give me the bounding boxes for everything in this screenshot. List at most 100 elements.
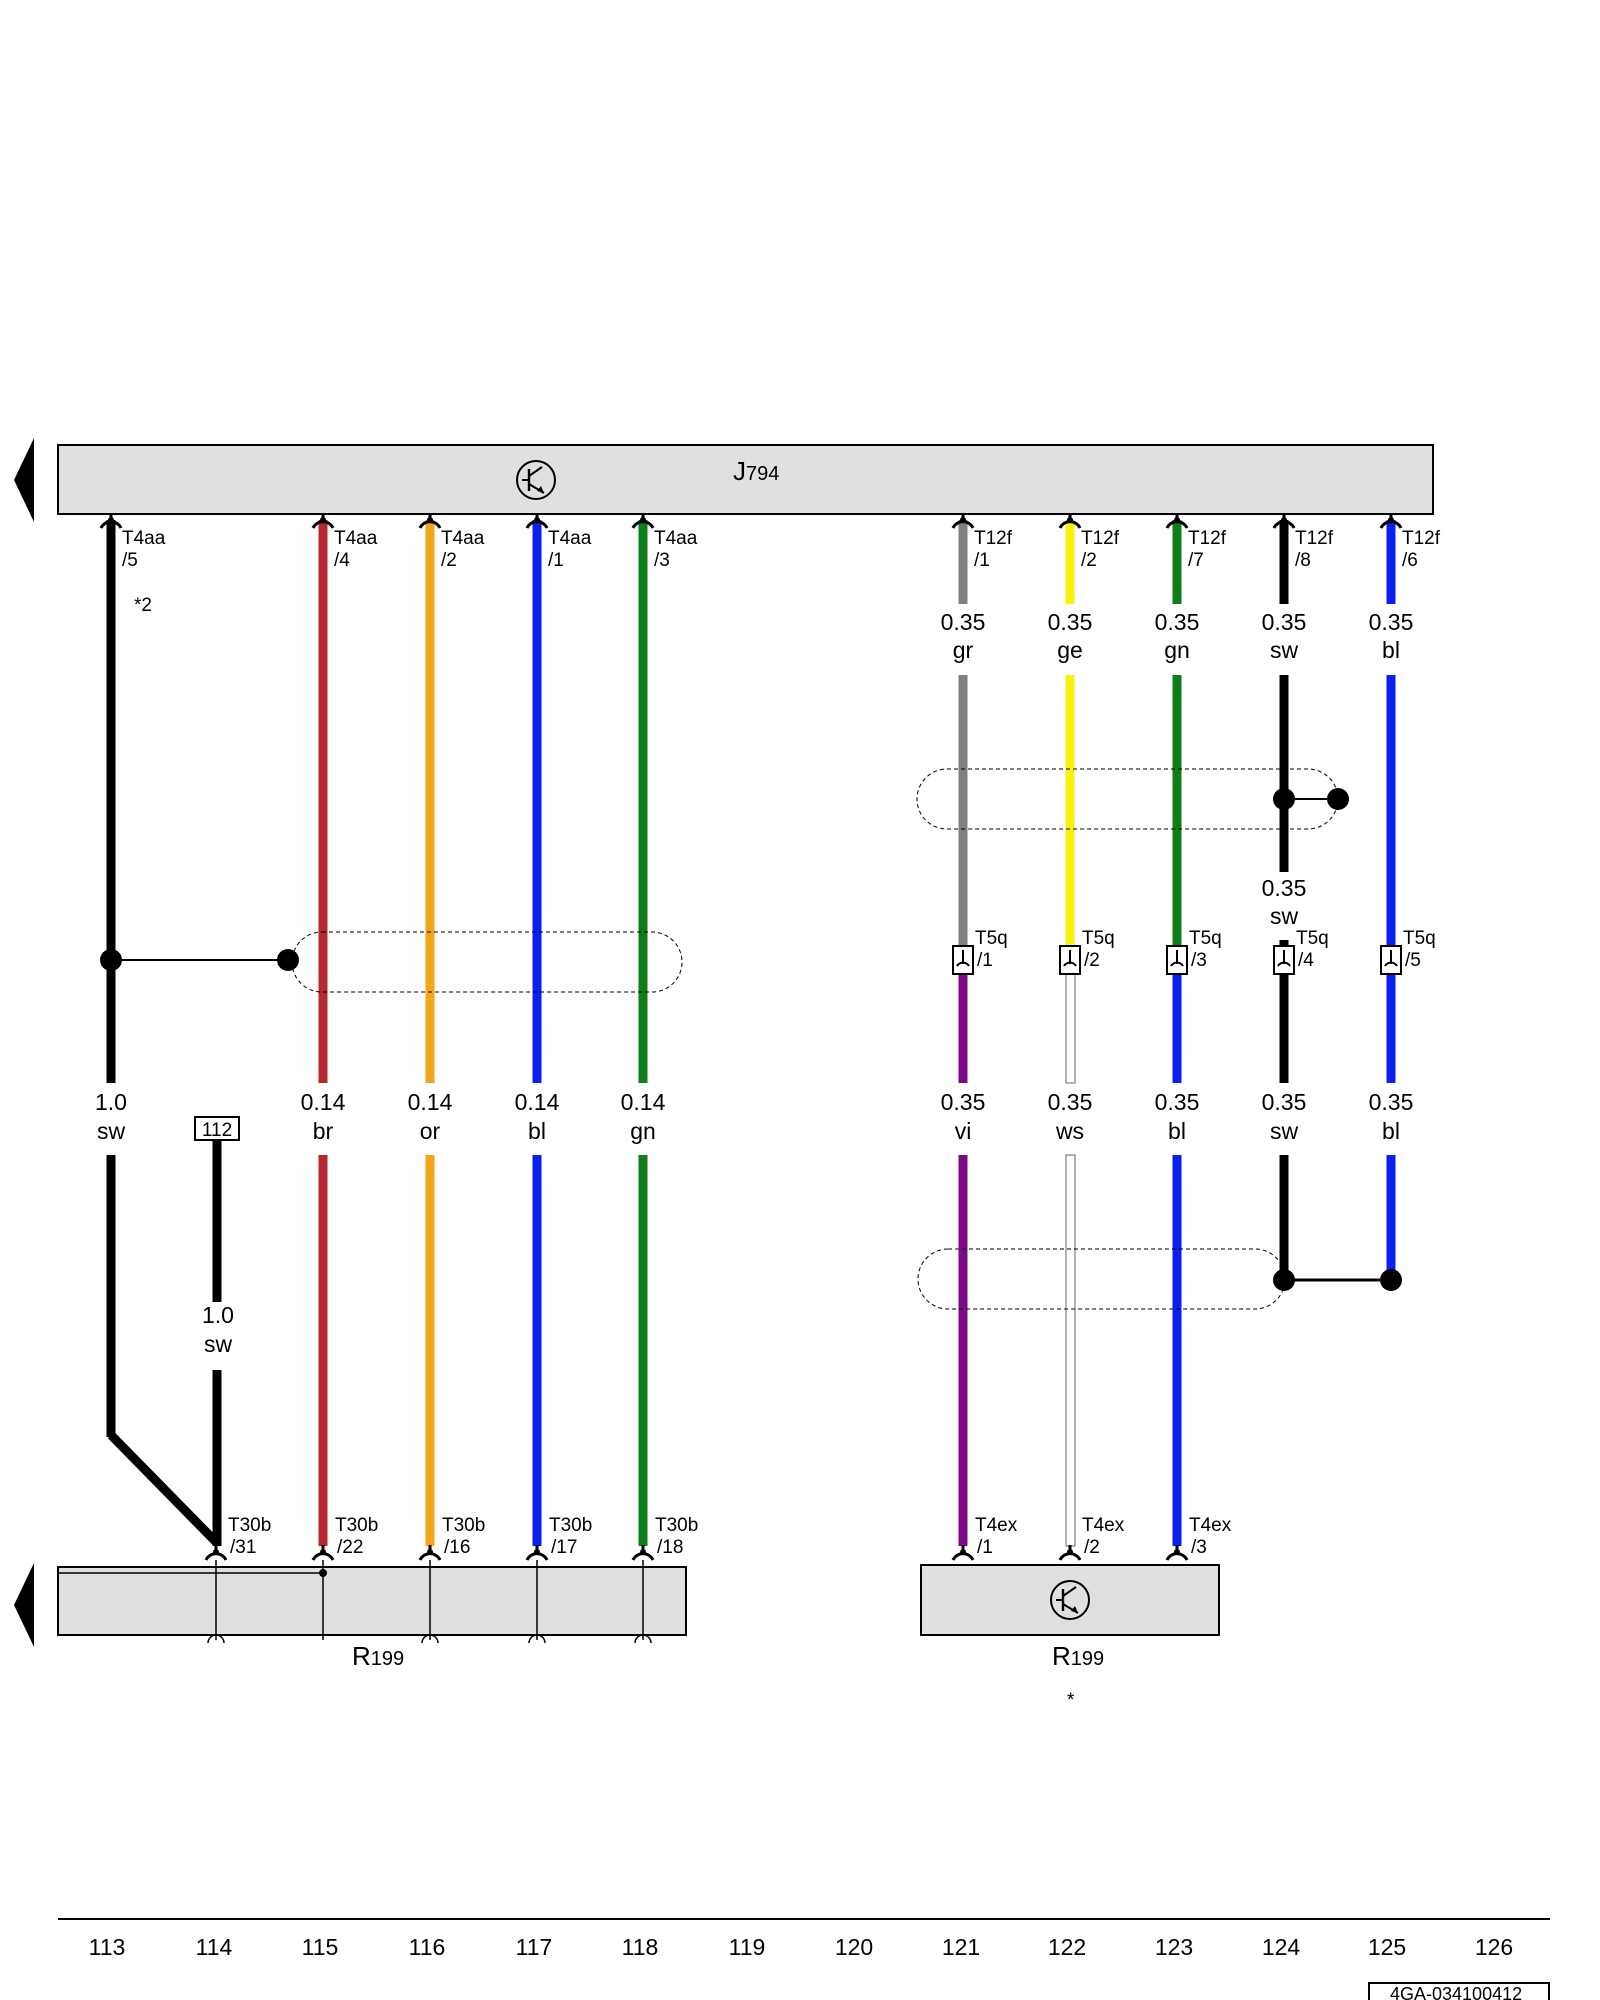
document-code: 4GA-034100412 <box>1368 1982 1550 2000</box>
svg-text:sw: sw <box>97 1118 126 1144</box>
pin-label: T4aa <box>548 528 592 549</box>
svg-text:sw: sw <box>1270 1118 1299 1144</box>
svg-text:/2: /2 <box>1084 950 1100 971</box>
inline-connector-icon <box>1059 945 1081 975</box>
svg-text:0.35: 0.35 <box>1369 1089 1414 1115</box>
svg-text:/1: /1 <box>977 1537 993 1558</box>
connector-icon <box>1165 513 1189 529</box>
lower-wire-labels: 1.0 sw 0.14 br 0.14 or 0.14 bl 0.14 gn 0… <box>95 1089 1413 1144</box>
svg-text:or: or <box>420 1118 441 1144</box>
inline-connector-icon <box>952 945 974 975</box>
unit-r199-left <box>57 1560 687 1644</box>
shield-right-upper <box>916 768 1349 830</box>
svg-text:121: 121 <box>942 1934 980 1960</box>
pin-label: T12f <box>1402 528 1441 549</box>
unit-r199-right <box>920 1564 1220 1636</box>
svg-text:122: 122 <box>1048 1934 1086 1960</box>
svg-text:T4ex: T4ex <box>1082 1515 1125 1536</box>
connector-icon <box>525 513 549 529</box>
pin-label: /2 <box>1081 550 1097 571</box>
svg-text:0.35: 0.35 <box>1262 1089 1307 1115</box>
svg-text:T5q: T5q <box>1189 928 1222 949</box>
svg-text:T5q: T5q <box>1296 928 1329 949</box>
shield-right-lower <box>917 1248 1402 1310</box>
svg-text:/16: /16 <box>444 1537 470 1558</box>
pin-label: T4aa <box>334 528 378 549</box>
svg-text:/18: /18 <box>657 1537 683 1558</box>
r199-right-label: R199 <box>1052 1641 1104 1671</box>
svg-text:T30b: T30b <box>442 1515 485 1536</box>
svg-text:119: 119 <box>729 1934 766 1960</box>
svg-text:sw: sw <box>1270 637 1299 663</box>
svg-text:T30b: T30b <box>228 1515 271 1536</box>
svg-text:0.35: 0.35 <box>941 609 986 635</box>
left-continuation-arrow-top <box>14 438 34 522</box>
svg-text:126: 126 <box>1475 1934 1513 1960</box>
svg-text:0.35: 0.35 <box>1048 609 1093 635</box>
svg-text:/17: /17 <box>551 1537 577 1558</box>
svg-text:br: br <box>313 1118 334 1144</box>
svg-text:/4: /4 <box>1298 950 1314 971</box>
pin-label: T12f <box>1295 528 1334 549</box>
svg-text:0.14: 0.14 <box>301 1089 346 1115</box>
wires-left-group <box>106 520 648 1546</box>
pin-label: T4aa <box>122 528 166 549</box>
svg-text:125: 125 <box>1368 1934 1406 1960</box>
connector-icon <box>418 1545 442 1561</box>
svg-text:113: 113 <box>89 1934 126 1960</box>
reference-box-112[interactable]: 112 <box>194 1116 240 1141</box>
svg-text:115: 115 <box>302 1934 339 1960</box>
connector-icon <box>204 1545 228 1561</box>
connector-icon <box>311 513 335 529</box>
svg-text:123: 123 <box>1155 1934 1193 1960</box>
svg-text:T30b: T30b <box>335 1515 378 1536</box>
asterisk-note: * <box>1067 1690 1075 1711</box>
connector-icon <box>1272 513 1296 529</box>
svg-text:T4ex: T4ex <box>1189 1515 1232 1536</box>
connector-icon <box>631 1545 655 1561</box>
svg-text:0.35: 0.35 <box>1262 875 1307 901</box>
inline-connector-icon <box>1166 945 1188 975</box>
connector-icon <box>951 513 975 529</box>
svg-text:1.0: 1.0 <box>95 1089 127 1115</box>
svg-text:T5q: T5q <box>975 928 1008 949</box>
svg-text:/2: /2 <box>1084 1537 1100 1558</box>
transistor-icon <box>1050 1580 1090 1620</box>
svg-text:/3: /3 <box>1191 950 1207 971</box>
pin-label: /3 <box>654 550 670 571</box>
inline-connector-icon <box>1273 945 1295 975</box>
connector-icon <box>418 513 442 529</box>
connector-icon <box>951 1545 975 1561</box>
svg-text:/5: /5 <box>1405 950 1421 971</box>
pin-label: T4aa <box>654 528 698 549</box>
svg-text:4GA-034100412: 4GA-034100412 <box>1390 1984 1522 2000</box>
connector-icon <box>1058 513 1082 529</box>
ref-wire-size: 1.0 <box>202 1302 234 1328</box>
svg-text:T30b: T30b <box>549 1515 592 1536</box>
svg-text:0.35: 0.35 <box>1048 1089 1093 1115</box>
svg-text:/22: /22 <box>337 1537 363 1558</box>
pin-label: /2 <box>441 550 457 571</box>
shield-left-group <box>100 931 683 993</box>
svg-text:0.35: 0.35 <box>1262 609 1307 635</box>
connector-icon <box>99 513 123 529</box>
pin-label: T12f <box>1081 528 1120 549</box>
ref-wire-color: sw <box>204 1331 233 1357</box>
svg-text:sw: sw <box>1270 903 1299 929</box>
inline-connector-icon <box>1380 945 1402 975</box>
svg-text:bl: bl <box>1382 1118 1400 1144</box>
svg-text:120: 120 <box>835 1934 873 1960</box>
pin-label: /6 <box>1402 550 1418 571</box>
wire-sw-diagonal <box>107 1431 220 1546</box>
svg-text:0.35: 0.35 <box>1369 609 1414 635</box>
r199-left-label: R199 <box>352 1641 404 1671</box>
svg-text:118: 118 <box>622 1934 659 1960</box>
top-connectors: T4aa /5 T4aa /4 T4aa /2 T4aa /1 T4aa /3 … <box>99 513 1441 571</box>
svg-text:114: 114 <box>196 1934 233 1960</box>
connector-icon <box>525 1545 549 1561</box>
wires-right-group <box>958 520 1396 1547</box>
svg-text:gn: gn <box>1164 637 1190 663</box>
svg-text:117: 117 <box>516 1934 553 1960</box>
svg-text:0.14: 0.14 <box>515 1089 560 1115</box>
